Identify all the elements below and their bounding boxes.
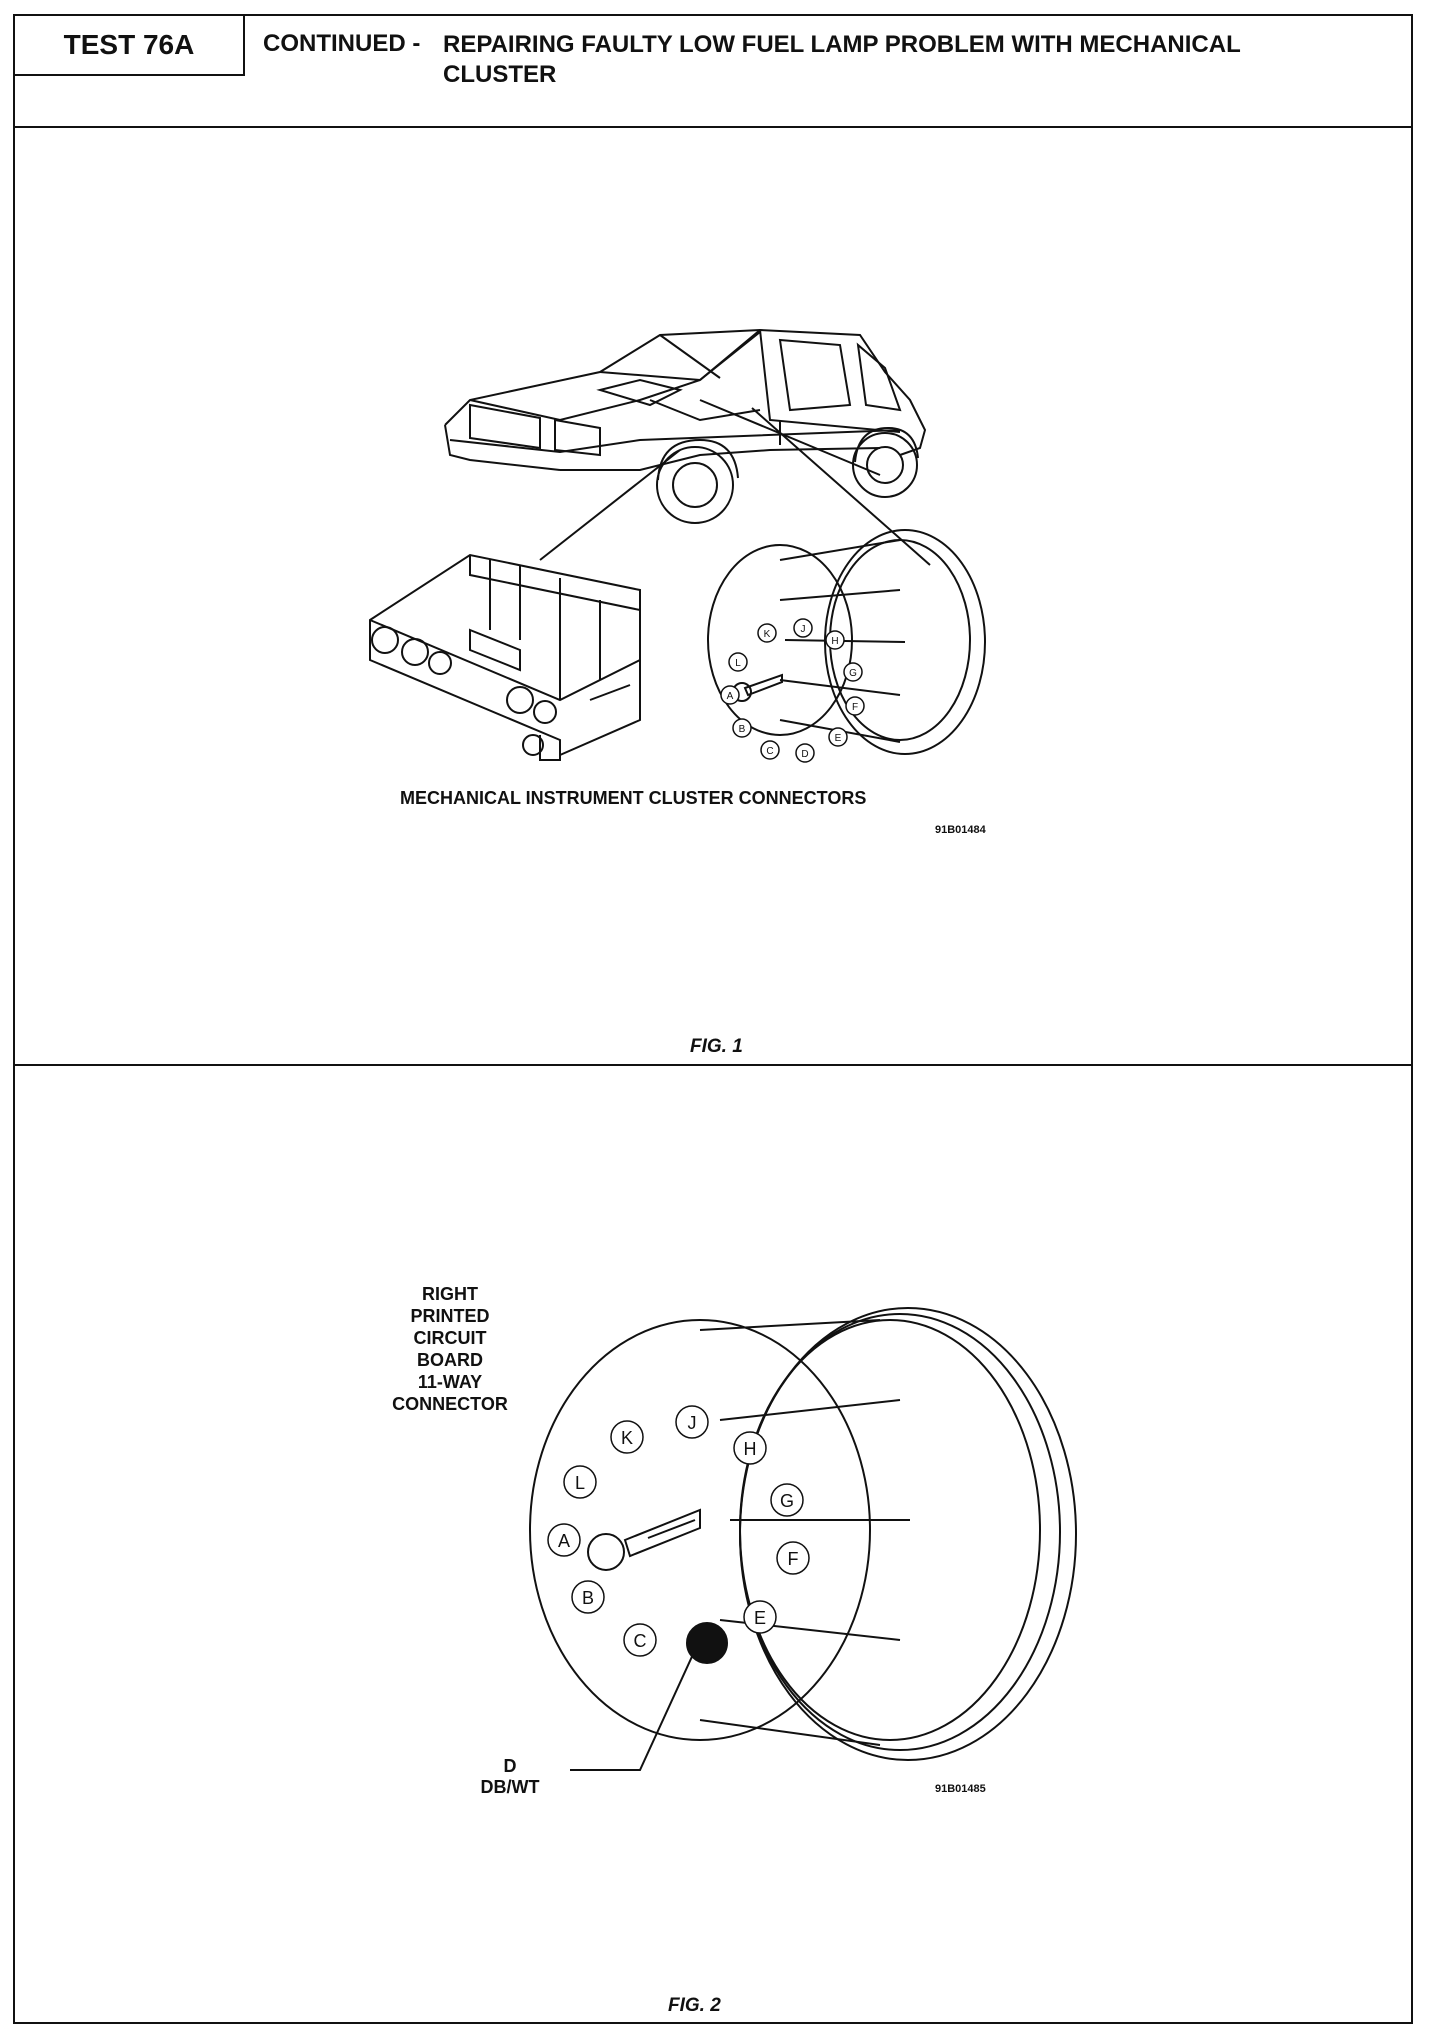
fig2-pin-e-label: E [754,1608,766,1628]
round-connector-fig1 [707,529,986,755]
fig1-pin-e-label: E [835,733,842,744]
fig2-pin-h-label: H [744,1439,757,1459]
header-continued: CONTINUED - [263,30,421,57]
fig1-pin-a: A [720,685,740,705]
wire-color-label: DB/WT [480,1777,540,1797]
connector-label: RIGHT PRINTED CIRCUIT BOARD 11-WAY CONNE… [392,1284,508,1414]
figure1-code: 91B01484 [935,824,986,836]
fig2-pin-b: B [571,1580,605,1614]
fig2-pin-k-label: K [621,1428,633,1448]
figure-divider [15,1064,1411,1066]
figure1-caption: MECHANICAL INSTRUMENT CLUSTER CONNECTORS [400,788,867,808]
fig1-pin-k-label: K [764,629,771,640]
fig1-pin-d: D [795,743,815,763]
fig1-pin-d-label: D [801,749,808,760]
fig1-pin-c-label: C [766,746,773,757]
fig1-pin-h: H [825,630,845,650]
fig1-pin-map: K J H L G A F B E C D [720,618,865,763]
fig1-pin-g-label: G [849,668,857,679]
fig1-pin-j: J [793,618,813,638]
fig2-pin-h: H [733,1431,767,1465]
pin-d-label: D [503,1756,517,1776]
fig2-pin-map: K J H L G A F B E C [547,1405,810,1657]
fig1-pin-f-label: F [852,702,858,713]
flat-connector-illustration [369,553,641,761]
test-number: TEST 76A [15,16,245,76]
fig1-pin-a-label: A [727,691,734,702]
fig2-pin-g: G [770,1483,804,1517]
page-frame: TEST 76A CONTINUED - REPAIRING FAULTY LO… [13,14,1413,2024]
fig2-pin-l-label: L [575,1473,585,1493]
fig1-pin-c: C [760,740,780,760]
fig2-pin-g-label: G [780,1491,794,1511]
header: TEST 76A CONTINUED - REPAIRING FAULTY LO… [15,16,1411,128]
fig1-pin-e: E [828,727,848,747]
fig2-pin-f: F [776,1541,810,1575]
fig1-pin-l: L [728,652,748,672]
fig2-pin-b-label: B [582,1588,594,1608]
fig1-pin-h-label: H [831,636,838,647]
figure1-label: FIG. 1 [690,1036,743,1057]
fig2-pin-a: A [547,1523,581,1557]
pin-d-highlight [686,1622,728,1664]
fig1-pin-b: B [732,718,752,738]
fig1-pin-j-label: J [801,624,806,635]
figure2-label: FIG. 2 [668,1995,721,2016]
fig1-pin-k: K [757,623,777,643]
fig2-pin-j-label: J [688,1413,697,1433]
fig1-pin-g: G [843,662,863,682]
figure2-code: 91B01485 [935,1783,986,1795]
fig1-pin-b-label: B [739,724,746,735]
fig2-pin-l: L [563,1465,597,1499]
fig1-pin-f: F [845,696,865,716]
fig2-pin-a-label: A [558,1531,570,1551]
page-title: REPAIRING FAULTY LOW FUEL LAMP PROBLEM W… [443,31,1241,88]
fig2-pin-f-label: F [788,1549,799,1569]
fig2-pin-k: K [610,1420,644,1454]
fig1-pin-l-label: L [735,658,741,669]
fig2-pin-c: C [623,1623,657,1657]
round-connector-fig2 [529,1307,1077,1771]
fig2-pin-j: J [675,1405,709,1439]
fig2-pin-c-label: C [634,1631,647,1651]
car-illustration [444,328,927,561]
fig2-pin-e: E [743,1600,777,1634]
